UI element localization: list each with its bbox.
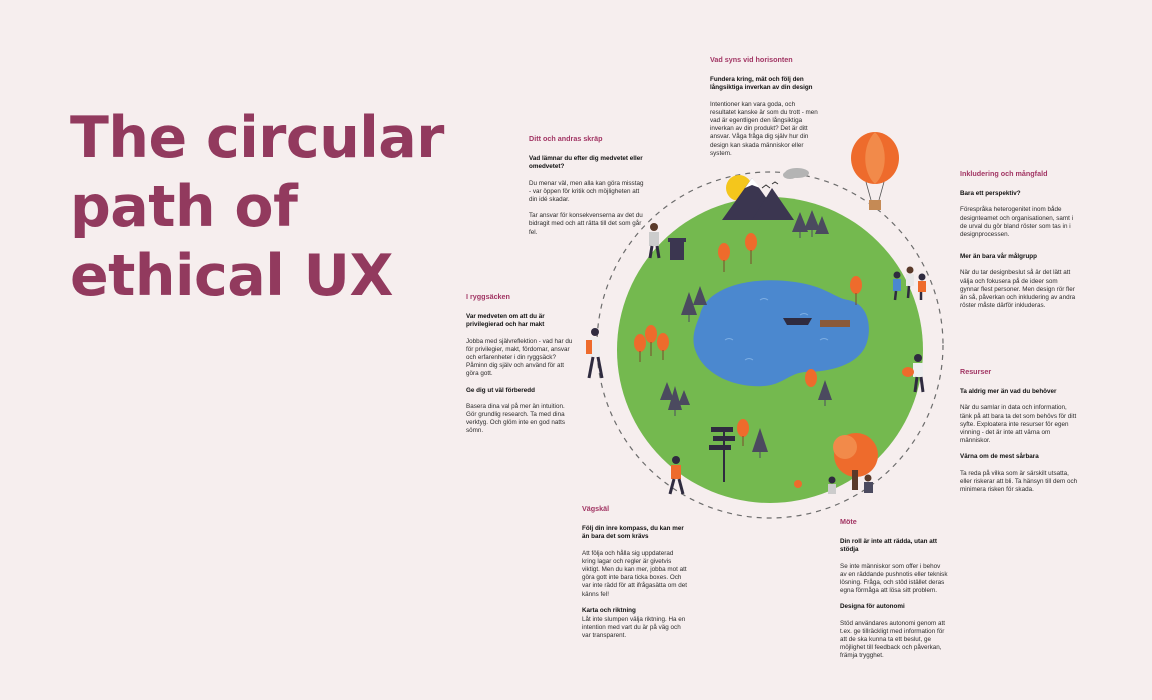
section-skrap: Ditt och andras skräp Vad lämnar du efte… (529, 134, 647, 245)
section-subheading: Karta och riktning (582, 606, 636, 614)
section-text: Du menar väl, men alla kan göra misstag … (529, 179, 644, 204)
dark-trees (660, 210, 832, 452)
section-heading: Resurser (960, 367, 992, 376)
section-text: Basera dina val på mer än intuition. Gör… (466, 402, 566, 435)
person-trash (648, 223, 686, 260)
section-subheading: Ta aldrig mer än vad du behöver (960, 388, 1057, 396)
section-text: Förespråka heterogenitet inom både desig… (960, 206, 1074, 239)
section-subheading: Din roll är inte att rädda, utan att stö… (840, 538, 937, 554)
section-text: Ta reda på vilka som är särskilt utsatta… (960, 469, 1078, 494)
section-text: Jobba med självreflektion - vad har du f… (466, 337, 573, 378)
section-text: Låt inte slumpen välja riktning. Ha en i… (582, 616, 686, 640)
section-horisonten: Vad syns vid horisonten Fundera kring, m… (710, 55, 822, 166)
orange-trees (634, 233, 862, 437)
title-line-2: path of (70, 174, 298, 240)
section-heading: Ditt och andras skräp (529, 134, 603, 143)
section-heading: Vad syns vid horisonten (710, 55, 793, 64)
section-mote: Möte Din roll är inte att rädda, utan at… (840, 517, 948, 669)
section-text: När du tar designbeslut så är det lätt a… (960, 269, 1076, 310)
hiker-with-backpack (586, 328, 604, 379)
boat (783, 318, 812, 325)
section-text: Stöd användares autonomi genom att t.ex.… (840, 619, 946, 660)
section-subheading: Värna om de mest sårbara (960, 453, 1039, 461)
section-subheading: Vad lämnar du efter dig medvetet eller o… (529, 155, 643, 171)
section-subheading: Designa för autonomi (840, 603, 905, 611)
section-text: Intentioner kan vara goda, och resultate… (710, 100, 818, 157)
page-title: The circular path of ethical UX (70, 104, 444, 311)
mountain-small (752, 188, 794, 220)
section-vagskal: Vägskäl Följ din inre kompass, du kan me… (582, 504, 688, 649)
section-subheading: Var medveten om att du är privilegierad … (466, 313, 545, 329)
person-at-crossroads (668, 456, 685, 495)
section-heading: I ryggsäcken (466, 292, 510, 301)
section-subheading: Mer än bara vår målgrupp (960, 253, 1037, 261)
section-subheading: Följ din inre kompass, du kan mer än bar… (582, 525, 684, 541)
section-heading: Möte (840, 517, 857, 526)
title-line-3: ethical UX (70, 243, 393, 309)
section-text: När du samlar in data och information, t… (960, 404, 1077, 445)
hot-air-balloon (851, 132, 899, 210)
lake (693, 280, 869, 387)
people-meeting (794, 474, 873, 494)
group-of-people (893, 266, 926, 301)
title-line-1: The circular (70, 105, 444, 171)
signpost (709, 427, 735, 482)
pier (820, 320, 850, 327)
person-collecting (902, 354, 925, 393)
section-subheading: Bara ett perspektiv? (960, 190, 1021, 198)
section-resurser: Resurser Ta aldrig mer än vad du behöver… (960, 367, 1078, 502)
section-subheading: Fundera kring, mät och följ den långsikt… (710, 76, 813, 92)
section-text: Att följa och hålla sig uppdaterad kring… (582, 549, 688, 598)
section-heading: Vägskäl (582, 504, 610, 513)
section-subheading: Ge dig ut väl förberedd (466, 386, 535, 394)
big-orange-tree (833, 433, 878, 490)
section-inkludering: Inkludering och mångfald Bara ett perspe… (960, 169, 1078, 318)
section-heading: Inkludering och mångfald (960, 169, 1048, 178)
section-ryggsacken: I ryggsäcken Var medveten om att du är p… (466, 292, 576, 444)
section-text: Se inte människor som offer i behov av e… (840, 562, 948, 595)
section-text: Tar ansvar för konsekvenserna av det du … (529, 212, 643, 236)
